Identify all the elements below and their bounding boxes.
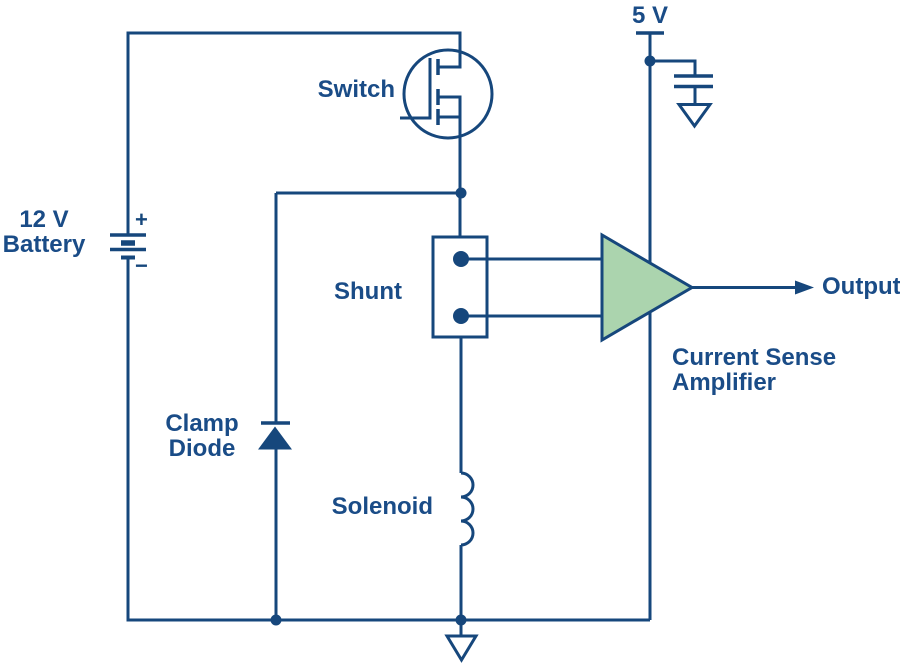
clamp-diode-label-line1: Clamp bbox=[165, 410, 239, 437]
junction-dot bbox=[270, 614, 282, 626]
shunt-terminal-top bbox=[453, 251, 469, 267]
shunt-resistor-symbol bbox=[431, 235, 489, 339]
clamp-diode-label-line2: Diode bbox=[168, 435, 236, 462]
battery-symbol bbox=[110, 233, 146, 260]
cap-branch-top-wire bbox=[650, 59, 697, 76]
amplifier-triangle bbox=[600, 232, 695, 343]
current-sense-amplifier-symbol bbox=[600, 232, 695, 343]
junction-dots bbox=[270, 55, 656, 626]
supply-label: 5 V bbox=[631, 2, 669, 29]
junction-dot bbox=[455, 614, 467, 626]
junction-dot bbox=[644, 55, 656, 67]
solenoid-coil-symbol bbox=[460, 471, 475, 547]
ground-triangle bbox=[444, 634, 479, 663]
clamp-diode-symbol bbox=[258, 421, 292, 450]
battery-minus-sign: − bbox=[135, 253, 148, 278]
bottom-return-wire bbox=[126, 257, 650, 622]
shunt-label: Shunt bbox=[334, 278, 402, 305]
bypass-capacitor-symbol bbox=[674, 74, 713, 89]
output-arrow bbox=[692, 280, 814, 295]
ground-triangle bbox=[676, 103, 713, 129]
junction-dot bbox=[455, 187, 467, 199]
battery-plus-sign: + bbox=[135, 207, 148, 232]
amplifier-label-line2: Amplifier bbox=[672, 369, 777, 396]
battery-label-line2: Battery bbox=[2, 231, 86, 258]
inductor-coil bbox=[460, 471, 475, 547]
battery-label: 12 V Battery bbox=[0, 207, 88, 257]
amplifier-label-line1: Current Sense bbox=[672, 344, 837, 371]
mosfet-switch-symbol bbox=[400, 48, 494, 140]
mosfet-circle bbox=[402, 48, 494, 140]
wires bbox=[126, 31, 697, 622]
main-ground-icon bbox=[444, 620, 479, 663]
mosfet-gate-lead bbox=[400, 58, 432, 120]
battery-label-line1: 12 V bbox=[19, 206, 69, 233]
clamp-diode-label: Clamp Diode bbox=[152, 411, 252, 461]
solenoid-label: Solenoid bbox=[331, 493, 433, 520]
output-label: Output bbox=[822, 273, 900, 300]
capacitor-ground-icon bbox=[676, 103, 713, 129]
battery-to-drain-wire bbox=[126, 31, 462, 235]
switch-label: Switch bbox=[317, 76, 395, 103]
shunt-terminal-bottom bbox=[453, 308, 469, 324]
diode-anode-triangle bbox=[258, 426, 292, 450]
shunt-box bbox=[431, 235, 489, 339]
amplifier-label: Current Sense Amplifier bbox=[672, 345, 836, 395]
output-arrowhead bbox=[795, 280, 814, 295]
